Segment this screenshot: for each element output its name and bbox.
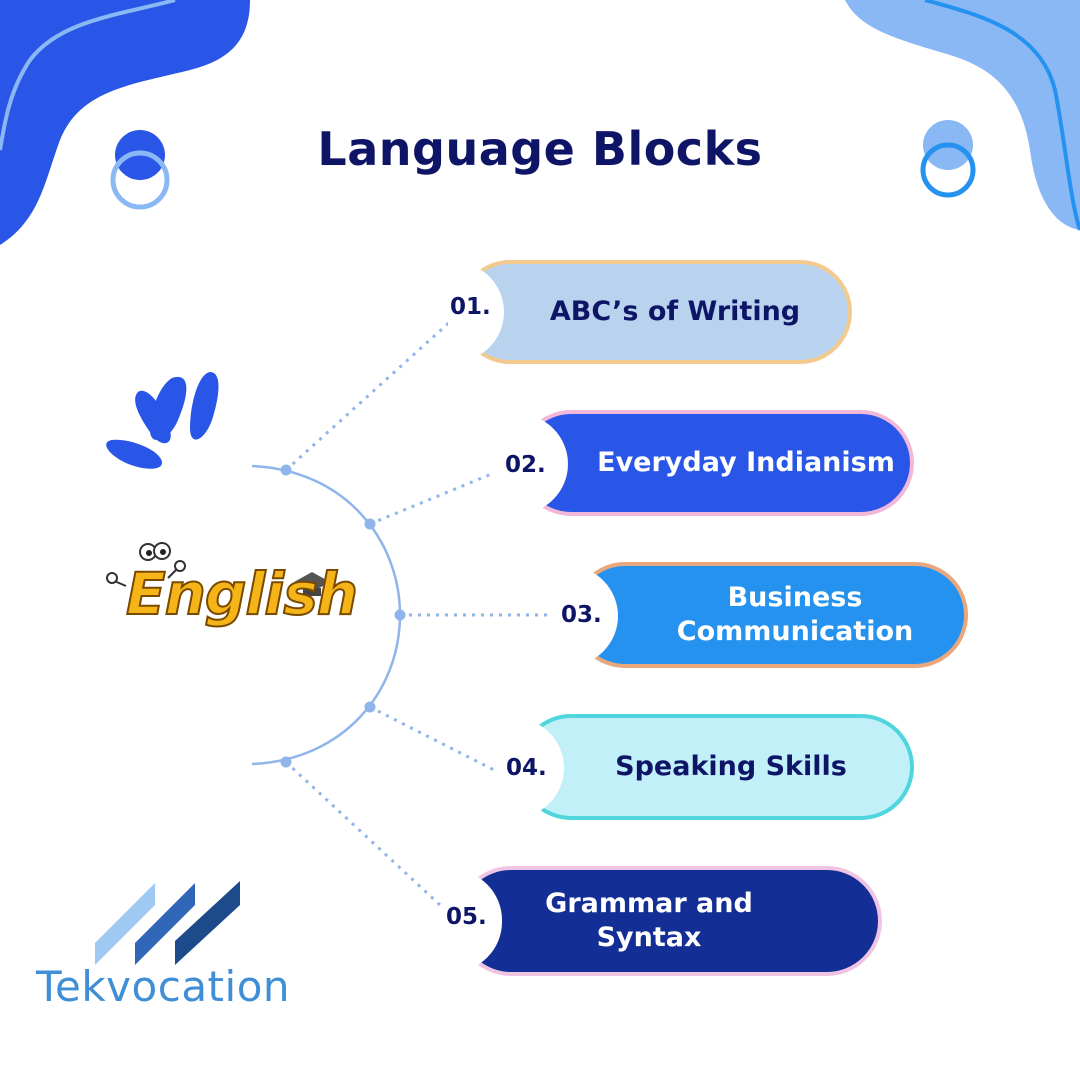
block-item-1[interactable]: ABC’s of Writing [458, 260, 852, 364]
block-item-5[interactable]: Grammar and Syntax [456, 866, 882, 976]
block-item-2-label: Everyday Indianism [597, 447, 895, 479]
block-item-5-line-1: Grammar and [545, 888, 753, 920]
brand-name: Tekvocation [36, 962, 291, 1011]
block-item-5-line-2: Syntax [596, 922, 702, 953]
block-item-4[interactable]: Speaking Skills [518, 714, 914, 820]
node-1 [280, 464, 292, 476]
english-wordmark: English [125, 559, 359, 629]
connector-2 [369, 471, 495, 526]
block-number-3: 03. [561, 602, 602, 628]
node-4 [364, 701, 376, 713]
block-item-1-label: ABC’s of Writing [549, 296, 801, 328]
logo-bar-dark [175, 881, 240, 965]
block-number-2: 02. [505, 452, 546, 478]
connector-nodes [280, 464, 406, 768]
block-item-3-line-2: Communication [676, 616, 914, 647]
top-right-blob [845, 0, 1080, 230]
block-item-3[interactable]: Business Communication [572, 562, 968, 668]
node-2 [364, 518, 376, 530]
block-item-2[interactable]: Everyday Indianism [518, 410, 914, 516]
splash-stroke-2 [190, 372, 219, 440]
connector-lines [284, 318, 548, 907]
block-number-1: 01. [450, 294, 491, 320]
left-dot-ring [110, 150, 170, 210]
connector-4 [369, 705, 495, 772]
block-number-5: 05. [446, 904, 487, 930]
splash-stroke-4 [106, 439, 163, 469]
node-3 [394, 609, 406, 621]
top-left-blob-stroke [0, 0, 176, 151]
block-number-4: 04. [506, 755, 547, 781]
splash-stroke-3 [135, 390, 171, 444]
connector-5 [284, 760, 442, 907]
page-title: Language Blocks [317, 122, 763, 176]
top-right-blob-stroke [924, 0, 1080, 231]
connector-1 [284, 318, 454, 472]
logo-bar-light [95, 883, 155, 965]
logo-bar-mid [135, 883, 195, 965]
top-left-blob [0, 0, 250, 245]
node-5 [280, 756, 292, 768]
right-dot-ring [920, 142, 976, 198]
block-item-4-label: Speaking Skills [615, 751, 847, 783]
block-item-3-line-1: Business [727, 582, 863, 614]
